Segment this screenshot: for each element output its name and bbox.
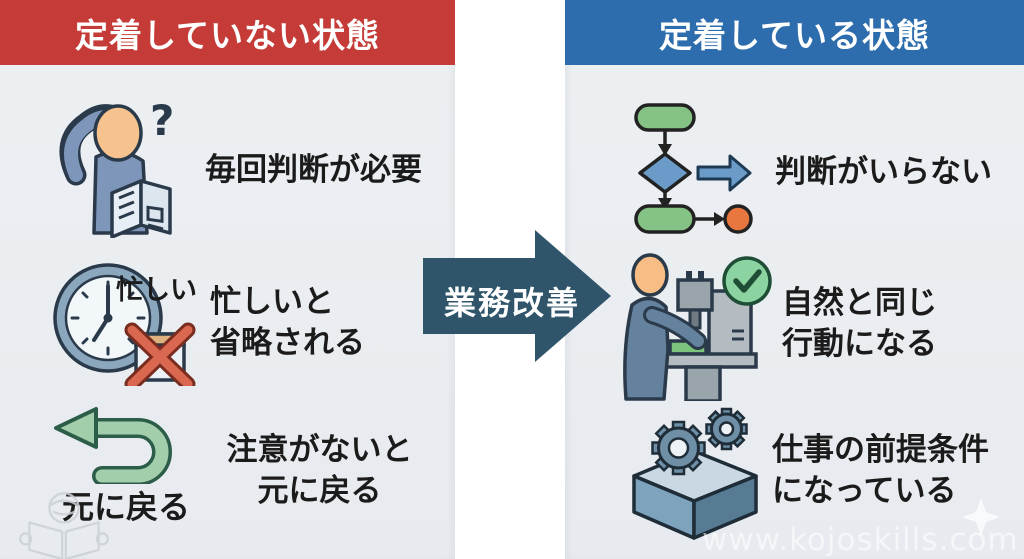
gear-large xyxy=(651,420,706,476)
right-item-2-icon-box xyxy=(606,253,774,403)
flowchart-icon xyxy=(634,103,753,234)
left-item-3-icon-box xyxy=(50,406,180,486)
right-header-label: 定着している状態 xyxy=(658,15,930,55)
left-item-2-line2: 省略される xyxy=(210,325,365,361)
right-item-2-line2: 行動になる xyxy=(782,326,937,362)
reading-person-logo-icon xyxy=(8,486,120,559)
left-item-2-icon-box xyxy=(46,258,201,392)
center-arrow: 業務改善 xyxy=(413,220,618,376)
left-item-3-line1: 注意がないと xyxy=(226,432,413,468)
left-item-3-text: 注意がないと 元に戻る xyxy=(212,430,427,512)
sparkle-icon xyxy=(962,498,1000,540)
right-item-3-text: 仕事の前提条件 になっている xyxy=(772,430,989,512)
left-item-2-text: 忙しいと 省略される xyxy=(210,282,365,364)
svg-text:?: ? xyxy=(150,96,174,145)
right-item-1-text: 判断がいらない xyxy=(775,154,992,190)
watermark-text: www.kojoskills.com xyxy=(702,522,1019,558)
right-block-arrow-icon xyxy=(423,230,611,362)
left-item-3-icon-label: 元に戻る xyxy=(62,488,191,526)
right-item-2-text: 自然と同じ 行動になる xyxy=(782,283,937,365)
right-item-2-line1: 自然と同じ xyxy=(782,285,937,321)
uturn-arrow-icon xyxy=(54,407,172,486)
right-item-3-icon-box xyxy=(616,402,774,540)
clock-crossed-icon xyxy=(53,263,196,392)
left-header: 定着していない状態 xyxy=(0,0,455,65)
gears-platform-icon xyxy=(632,407,758,540)
worker-machine-icon xyxy=(623,253,772,403)
left-item-2-icon-label: 忙しい xyxy=(116,275,197,306)
center-arrow-label: 業務改善 xyxy=(443,284,580,322)
left-header-label: 定着していない状態 xyxy=(74,15,380,55)
left-item-1-icon-box: ? xyxy=(46,93,191,239)
left-item-1-text: 毎回判断が必要 xyxy=(205,152,422,188)
left-item-2-line1: 忙しいと xyxy=(210,284,334,320)
right-item-1-icon-box xyxy=(618,100,768,235)
gear-small xyxy=(705,407,748,451)
right-item-3-line1: 仕事の前提条件 xyxy=(772,432,989,468)
right-header: 定着している状態 xyxy=(565,0,1024,65)
right-item-3-line2: になっている xyxy=(772,473,957,509)
confused-person-icon: ? xyxy=(59,96,174,239)
left-item-3-line2: 元に戻る xyxy=(257,473,382,509)
